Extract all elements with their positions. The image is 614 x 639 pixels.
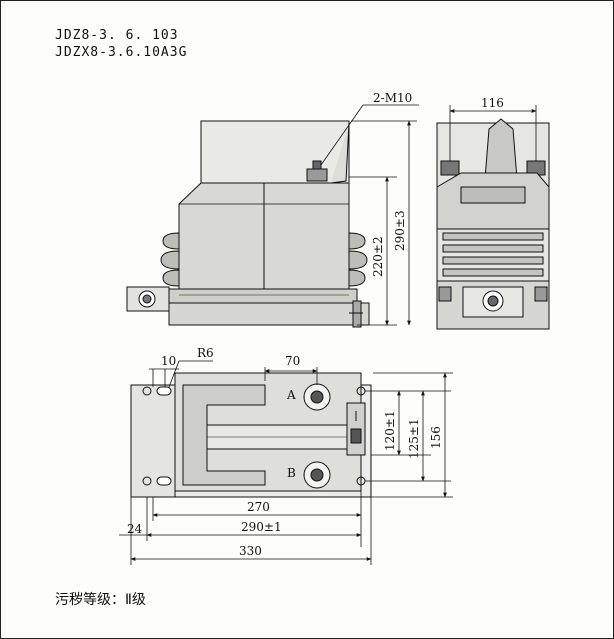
pollution-level-note: 污秽等级：Ⅱ级 (55, 592, 146, 608)
dim-290-label: 290±1 (241, 520, 282, 534)
dim-220-label: 220±2 (371, 236, 385, 277)
terminal-a-label: A (286, 388, 296, 402)
terminal-b-bushing (303, 461, 331, 489)
plan-dimensions (119, 360, 453, 565)
side-fins (442, 232, 544, 277)
dim-125-label: 125±1 (407, 418, 421, 459)
dim-120-label: 120±1 (383, 410, 397, 451)
front-left-sheds (160, 232, 180, 287)
dim-270-label: 270 (247, 500, 270, 514)
terminal-a-bushing (303, 383, 331, 411)
side-bushing (484, 118, 518, 180)
front-base-block (168, 302, 370, 326)
dim-156-label: 156 (429, 426, 443, 449)
side-view (436, 118, 550, 330)
dim-116-label: 116 (481, 96, 504, 110)
bolt-spec-label: 2-M10 (373, 91, 412, 105)
front-right-sheds (348, 232, 368, 287)
side-dimensions (449, 105, 537, 161)
plan-view (130, 372, 372, 498)
dim-24-label: 24 (127, 522, 143, 536)
side-bolt-left (440, 160, 460, 176)
dim-70-label: 70 (285, 354, 300, 368)
model-number-1: JDZ8-3. 6. 103 (55, 28, 179, 43)
plan-mounting-slots (142, 386, 366, 486)
front-view (126, 120, 370, 328)
dim-330-label: 330 (239, 544, 262, 558)
terminal-b-label: B (287, 466, 296, 480)
model-number-2: JDZX8-3.6.10A3G (55, 45, 188, 60)
dim-10-label: 10 (161, 354, 176, 368)
front-terminal-bolts (306, 160, 328, 182)
dim-r6-label: R6 (197, 346, 214, 360)
front-dimensions (320, 104, 419, 326)
dim-290-height-label: 290±3 (393, 210, 407, 251)
